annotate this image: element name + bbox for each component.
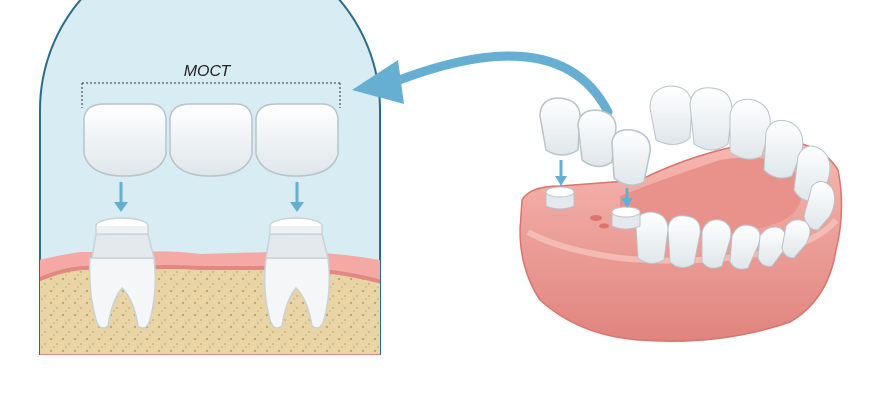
bridge-crowns (83, 103, 339, 177)
abutment-tooth-left (88, 217, 157, 329)
jaw-bridge (539, 97, 651, 186)
bridge-label: МОСТ (184, 63, 232, 80)
abutment-tooth-right (263, 217, 331, 329)
lower-jaw-illustration (519, 85, 843, 342)
down-arrow-icon (555, 160, 567, 186)
magnified-view: МОСТ (39, 0, 381, 355)
curved-arrow-icon (352, 51, 613, 117)
front-teeth (635, 211, 811, 270)
down-arrow-icon (290, 182, 304, 212)
crown-3 (255, 103, 339, 177)
crown-1 (83, 103, 167, 177)
jaw-inner (620, 157, 802, 236)
crown-2 (169, 103, 253, 177)
jaw-abutments (545, 186, 641, 230)
down-arrow-icon (114, 182, 128, 212)
down-arrow-icon (621, 188, 633, 208)
back-teeth (649, 85, 836, 231)
bridge-bracket (81, 82, 341, 108)
